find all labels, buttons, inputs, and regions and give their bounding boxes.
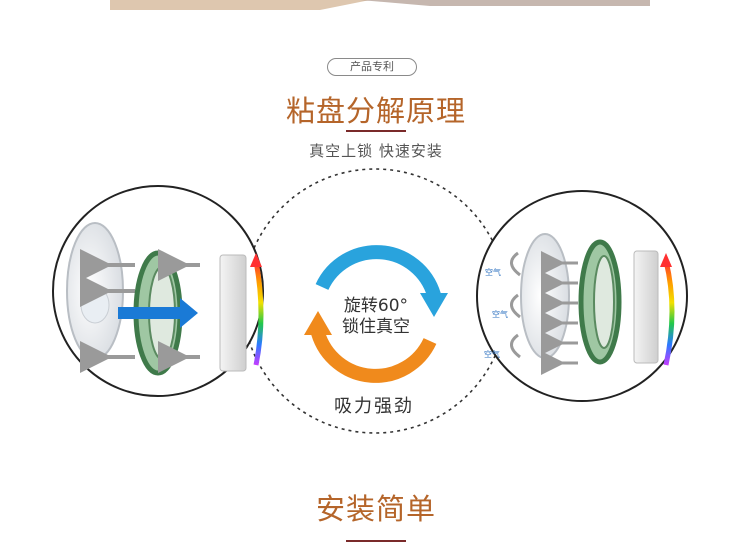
rotate-arrows-icon (304, 245, 448, 383)
section-underline (346, 540, 406, 542)
principle-diagram: 旋转60° 锁住真空 吸力强劲 空气 空气 空气 (52, 168, 688, 434)
mount-plate-icon (219, 254, 247, 372)
suction-cup-icon (520, 233, 570, 359)
mount-plate-icon (633, 250, 659, 364)
page-title: 粘盘分解原理 (285, 94, 466, 128)
right-panel-attached: 空气 空气 空气 (476, 190, 688, 402)
patent-badge: 产品专利 (327, 58, 417, 76)
air-label: 空气 (492, 309, 508, 319)
title-underline (346, 130, 406, 132)
rotate-label-line2: 锁住真空 (342, 317, 410, 337)
top-decorative-strip (110, 0, 650, 10)
air-label: 空气 (485, 267, 501, 277)
suction-caption: 吸力强劲 (334, 396, 414, 417)
rotation-arc-icon (663, 260, 675, 366)
airflow-icon (510, 251, 521, 277)
rotate-label-line1: 旋转60° (344, 296, 408, 316)
section-title-install: 安装简单 (315, 492, 436, 526)
page-subtitle: 真空上锁 快速安装 (309, 142, 443, 160)
air-label: 空气 (484, 349, 500, 359)
push-arrow-icon (118, 298, 198, 328)
left-panel-detached (52, 185, 264, 397)
rotation-arc-icon (253, 260, 264, 366)
